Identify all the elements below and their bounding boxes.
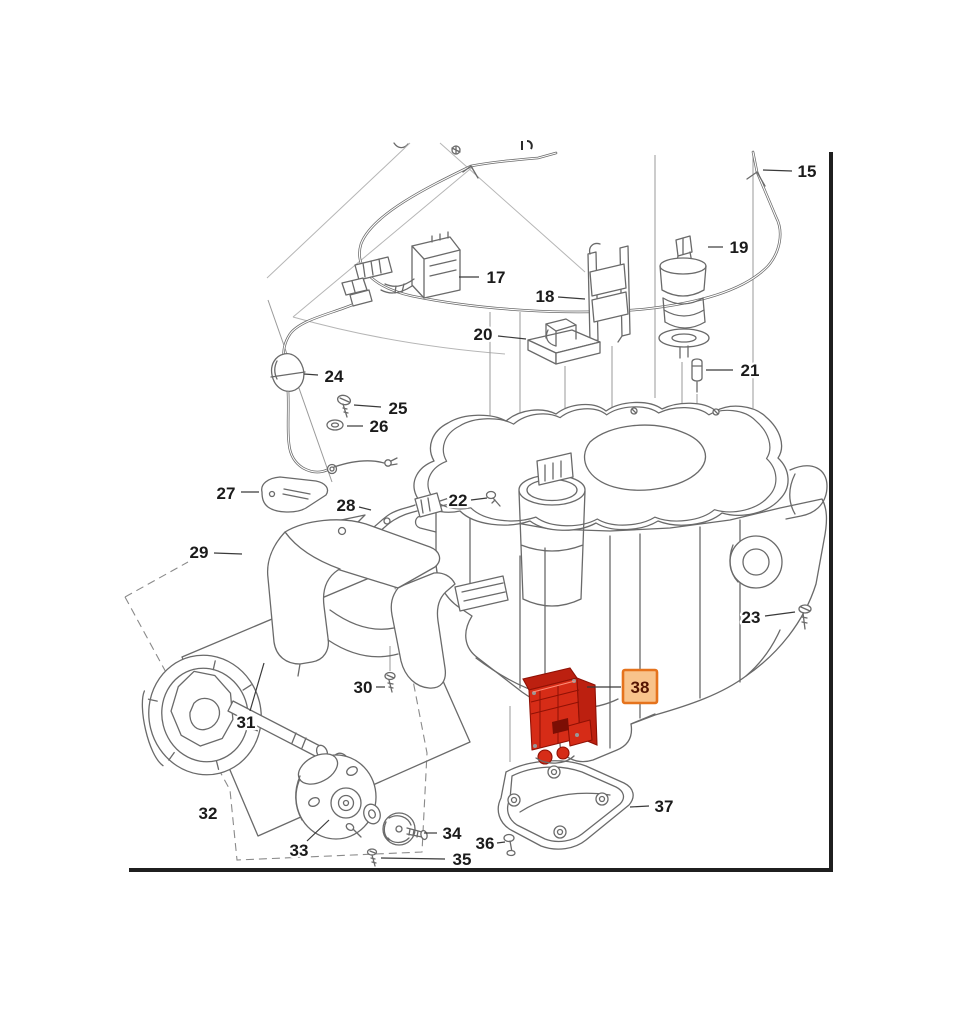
label-text: 25: [389, 399, 408, 418]
part-label-37[interactable]: 37: [629, 795, 676, 818]
part-21-peg: [691, 358, 703, 393]
part-label-32[interactable]: 32: [196, 802, 219, 826]
part-label-23[interactable]: 23: [739, 606, 796, 629]
part-label-28[interactable]: 28: [334, 494, 372, 517]
part-label-22[interactable]: 22: [446, 489, 488, 512]
label-text: 17: [487, 268, 506, 287]
part-36-screw: [503, 833, 516, 857]
label-text: 15: [798, 162, 817, 181]
label-text: 37: [655, 797, 674, 816]
leader-line: [629, 805, 650, 808]
label-text: 35: [453, 850, 472, 869]
label-text: 31: [237, 713, 256, 732]
clipped-top-fragments: [393, 140, 533, 155]
leader-line: [358, 506, 372, 511]
label-text: 26: [370, 417, 389, 436]
part-label-27[interactable]: 27: [214, 482, 259, 505]
part-label-25[interactable]: 25: [353, 397, 410, 420]
leader-line: [303, 373, 319, 376]
part-label-34[interactable]: 34: [424, 822, 464, 845]
part-label-38-highlighted[interactable]: 38: [587, 668, 659, 705]
label-text: 20: [474, 325, 493, 344]
label-text: 24: [325, 367, 344, 386]
part-label-36[interactable]: 36: [473, 832, 506, 855]
part-38-motor-unit-highlighted: [522, 667, 598, 765]
part-label-19[interactable]: 19: [708, 236, 751, 259]
part-20-mount: [527, 318, 601, 365]
part-33-hub: [295, 753, 377, 840]
part-29-shell: [266, 519, 456, 689]
part-label-33[interactable]: 33: [287, 819, 330, 862]
leader-line: [764, 611, 796, 617]
leader-line: [249, 662, 265, 712]
label-text: 33: [290, 841, 309, 860]
part-label-18[interactable]: 18: [533, 285, 586, 308]
part-23-screw: [798, 604, 812, 630]
part-18-bracket: [585, 242, 631, 349]
leader-line: [497, 335, 527, 340]
leader-line: [496, 841, 506, 844]
leader-line: [353, 404, 382, 408]
part-25-screw: [336, 394, 352, 418]
label-text: 29: [190, 543, 209, 562]
part-label-17[interactable]: 17: [459, 266, 508, 289]
part-27-clip: [261, 476, 329, 513]
part-label-30[interactable]: 30: [351, 676, 385, 699]
part-label-21[interactable]: 21: [706, 359, 762, 382]
leader-line: [213, 552, 243, 555]
leader-line: [306, 819, 330, 842]
part-34-cap: [363, 803, 428, 846]
part-30-screw: [384, 671, 396, 693]
label-text: 28: [337, 496, 356, 515]
part-label-35[interactable]: 35: [380, 848, 474, 871]
cover-panel-edges: [266, 142, 586, 355]
label-text: 30: [354, 678, 373, 697]
part-15-boundary-wire: [358, 150, 782, 314]
leader-line: [470, 497, 488, 501]
part-label-29[interactable]: 29: [187, 541, 243, 564]
part-label-24[interactable]: 24: [303, 365, 346, 388]
highlight-box: [621, 668, 659, 705]
label-text: 32: [199, 804, 218, 823]
part-17-harness: [354, 231, 461, 299]
label-text: 18: [536, 287, 555, 306]
part-35-screw: [366, 848, 378, 867]
part-26-washer: [326, 419, 344, 431]
part-label-31[interactable]: 31: [234, 662, 265, 734]
part-label-15[interactable]: 15: [762, 160, 819, 183]
leader-line: [762, 169, 793, 172]
leader-line: [380, 857, 446, 860]
label-text: 21: [741, 361, 760, 380]
leader-line: [557, 296, 586, 300]
part-24-cable: [270, 277, 398, 475]
chassis-body: [413, 401, 828, 763]
part-37-cover-plate: [497, 760, 634, 850]
label-text: 22: [449, 491, 468, 510]
part-22-screw: [485, 490, 501, 507]
label-text: 36: [476, 834, 495, 853]
label-text: 34: [443, 824, 462, 843]
part-19-spring-assembly: [658, 235, 710, 359]
label-text: 23: [742, 608, 761, 627]
label-text: 19: [730, 238, 749, 257]
label-text: 27: [217, 484, 236, 503]
label-text: 38: [631, 678, 650, 697]
part-label-26[interactable]: 26: [347, 415, 391, 438]
part-label-20[interactable]: 20: [471, 323, 527, 346]
